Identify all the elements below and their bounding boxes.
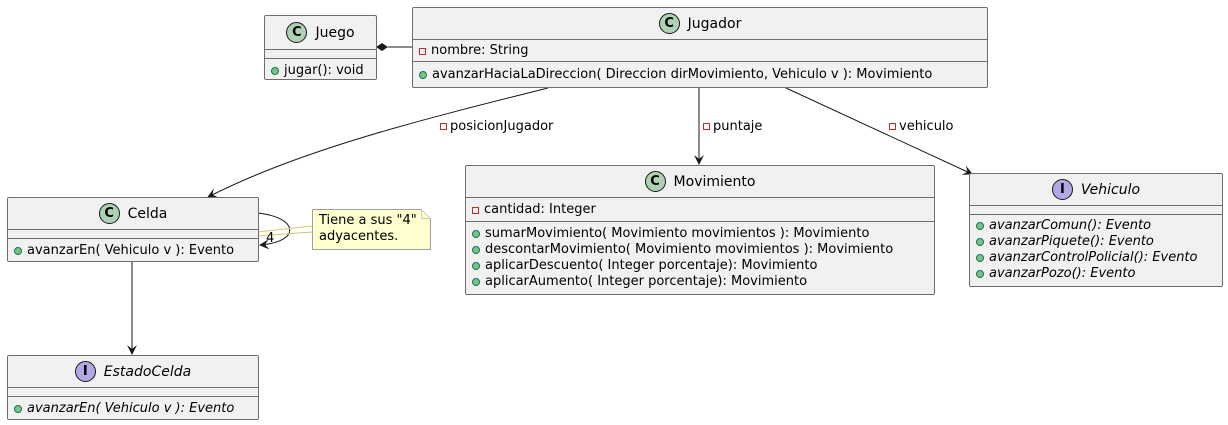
composition-diamond bbox=[376, 43, 388, 51]
method-avanzar-en: avanzarEn( Vehiculo v ): Evento bbox=[14, 243, 252, 259]
class-celda[interactable]: C Celda avanzarEn( Vehiculo v ): Evento bbox=[7, 197, 259, 262]
method-descontar-movimiento: descontarMovimiento( Movimiento movimien… bbox=[472, 242, 928, 258]
method-avanzar-control-policial: avanzarControlPolicial(): Evento bbox=[976, 250, 1216, 266]
method-avanzar-pozo: avanzarPozo(): Evento bbox=[976, 266, 1216, 282]
method-avanzar-piquete: avanzarPiquete(): Evento bbox=[976, 234, 1216, 250]
class-stereotype-icon: C bbox=[644, 171, 666, 192]
method-jugar: jugar(): void bbox=[271, 63, 370, 79]
class-jugador[interactable]: C Jugador nombre: String avanzarHaciaLaD… bbox=[412, 7, 988, 88]
method-avanzar-en-abstract: avanzarEn( Vehiculo v ): Evento bbox=[14, 401, 252, 417]
class-movimiento-title: Movimiento bbox=[673, 173, 756, 190]
public-visibility-icon bbox=[976, 222, 984, 230]
edge-label-vehiculo: vehiculo bbox=[889, 119, 954, 134]
public-visibility-icon bbox=[14, 247, 22, 255]
method-aplicar-descuento: aplicarDescuento( Integer porcentaje): M… bbox=[472, 258, 928, 274]
public-visibility-icon bbox=[472, 262, 480, 270]
class-movimiento[interactable]: C Movimiento cantidad: Integer sumarMovi… bbox=[465, 165, 935, 295]
class-jugador-header: C Jugador bbox=[413, 8, 987, 39]
class-stereotype-icon: C bbox=[286, 22, 308, 43]
multiplicity-label: 4 bbox=[266, 231, 275, 246]
public-visibility-icon bbox=[976, 270, 984, 278]
note-connector bbox=[257, 225, 313, 237]
public-visibility-icon bbox=[472, 278, 480, 286]
public-visibility-icon bbox=[976, 238, 984, 246]
interface-estadocelda-title: EstadoCelda bbox=[103, 363, 192, 380]
field-nombre: nombre: String bbox=[419, 43, 981, 59]
edge-label-puntaje: puntaje bbox=[703, 119, 762, 134]
field-cantidad: cantidad: Integer bbox=[472, 202, 928, 218]
edge-label-posicion-jugador: posicionJugador bbox=[440, 119, 553, 134]
class-celda-header: C Celda bbox=[8, 198, 258, 229]
interface-vehiculo-header: I Vehiculo bbox=[970, 174, 1222, 205]
class-stereotype-icon: C bbox=[98, 203, 120, 224]
note-line-2: adyacentes. bbox=[319, 229, 399, 244]
public-visibility-icon bbox=[472, 230, 480, 238]
method-avanzar-comun: avanzarComun(): Evento bbox=[976, 218, 1216, 234]
class-juego[interactable]: C Juego jugar(): void bbox=[264, 15, 377, 80]
class-jugador-title: Jugador bbox=[687, 15, 742, 32]
private-visibility-icon bbox=[703, 123, 710, 130]
edge-jugador-vehiculo bbox=[785, 87, 973, 175]
interface-vehiculo-title: Vehiculo bbox=[1080, 181, 1141, 198]
note-line-1: Tiene a sus "4" bbox=[319, 213, 417, 228]
class-celda-title: Celda bbox=[127, 205, 168, 222]
edge-celda-self bbox=[257, 212, 291, 250]
method-avanzar-hacia-la-direccion: avanzarHaciaLaDireccion( Direccion dirMo… bbox=[419, 67, 981, 83]
method-aplicar-aumento: aplicarAumento( Integer porcentaje): Mov… bbox=[472, 274, 928, 290]
note-adyacentes: Tiene a sus "4" adyacentes. bbox=[312, 209, 431, 250]
edge-jugador-celda bbox=[207, 87, 549, 198]
class-stereotype-icon: C bbox=[658, 13, 680, 34]
private-visibility-icon bbox=[472, 206, 479, 214]
method-sumar-movimiento: sumarMovimiento( Movimiento movimientos … bbox=[472, 226, 928, 242]
public-visibility-icon bbox=[14, 405, 22, 413]
private-visibility-icon bbox=[419, 47, 426, 55]
interface-estadocelda[interactable]: I EstadoCelda avanzarEn( Vehiculo v ): E… bbox=[7, 355, 259, 420]
public-visibility-icon bbox=[472, 246, 480, 254]
private-visibility-icon bbox=[440, 123, 447, 130]
private-visibility-icon bbox=[889, 123, 896, 130]
interface-vehiculo[interactable]: I Vehiculo avanzarComun(): Evento avanza… bbox=[969, 173, 1223, 287]
class-movimiento-header: C Movimiento bbox=[466, 166, 934, 197]
interface-stereotype-icon: I bbox=[1051, 179, 1073, 200]
interface-stereotype-icon: I bbox=[74, 361, 96, 382]
public-visibility-icon bbox=[271, 67, 279, 75]
note-fold-icon bbox=[421, 209, 431, 219]
public-visibility-icon bbox=[976, 254, 984, 262]
interface-estadocelda-header: I EstadoCelda bbox=[8, 356, 258, 387]
class-juego-title: Juego bbox=[315, 24, 355, 41]
class-juego-header: C Juego bbox=[265, 16, 376, 49]
public-visibility-icon bbox=[419, 71, 427, 79]
